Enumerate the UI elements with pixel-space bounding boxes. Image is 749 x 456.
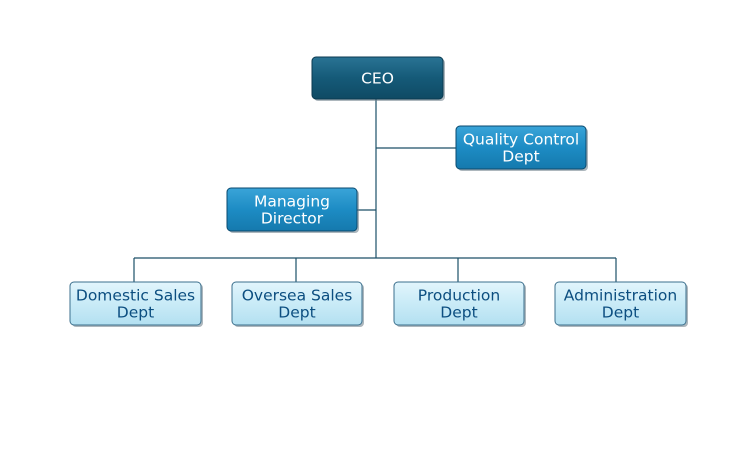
- node-label: Director: [261, 210, 324, 228]
- node-label: Dept: [502, 148, 539, 166]
- node-label: Quality Control: [463, 131, 579, 149]
- node-box: [393, 281, 525, 326]
- node-label: Administration: [564, 287, 677, 305]
- node-label: Domestic Sales: [76, 287, 195, 305]
- node-label: Oversea Sales: [242, 287, 353, 305]
- node-box: [231, 281, 363, 326]
- node-box: [69, 281, 202, 326]
- node-label: CEO: [361, 70, 394, 88]
- node-ceo: CEO: [311, 56, 445, 101]
- node-box: [554, 281, 687, 326]
- node-label: Dept: [278, 304, 315, 322]
- node-box: [455, 125, 587, 170]
- node-label: Dept: [440, 304, 477, 322]
- node-label: Dept: [602, 304, 639, 322]
- node-label: Dept: [117, 304, 154, 322]
- connector-lines: [133, 99, 617, 282]
- node-box: [226, 187, 358, 232]
- node-label: Production: [418, 287, 500, 305]
- node-box: [311, 56, 444, 100]
- node-label: Managing: [254, 193, 330, 211]
